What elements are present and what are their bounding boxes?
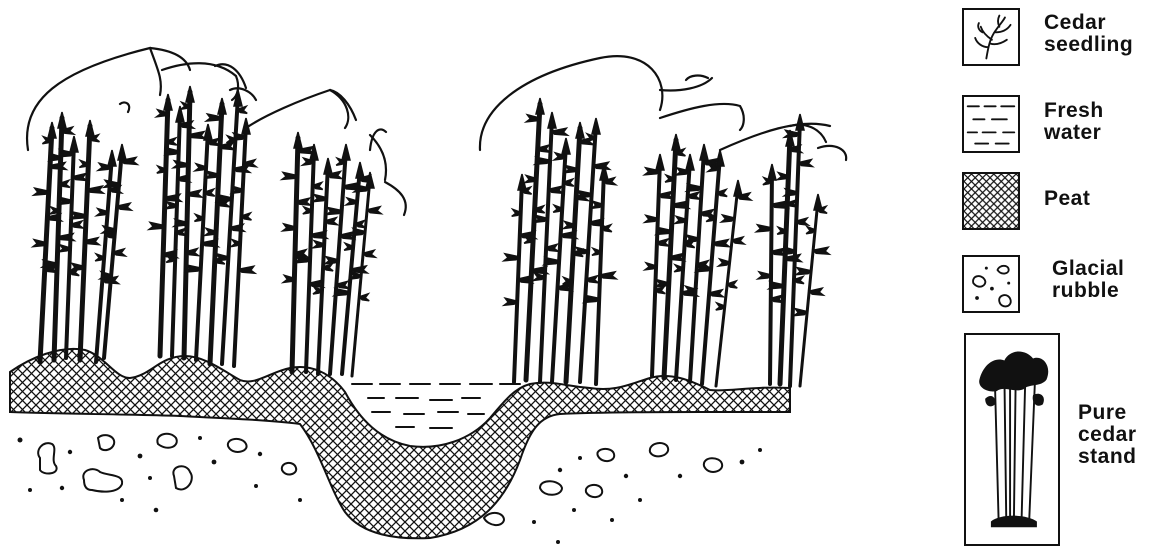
tree-foliage bbox=[551, 128, 567, 135]
tree-top bbox=[562, 138, 570, 154]
tree-top bbox=[108, 150, 116, 166]
peat-layer bbox=[10, 349, 790, 538]
tree-top bbox=[814, 194, 822, 210]
tree-foliage bbox=[645, 215, 658, 222]
tree-top bbox=[548, 112, 556, 128]
tree-foliage bbox=[593, 162, 609, 169]
rubble-icon bbox=[964, 257, 1018, 311]
tree-foliage bbox=[600, 272, 616, 279]
cedar-trees bbox=[33, 86, 829, 386]
legend-label-fresh-water: Freshwater bbox=[1044, 100, 1104, 144]
tree-foliage bbox=[239, 266, 255, 273]
tree-top bbox=[324, 158, 332, 174]
tree-foliage bbox=[813, 247, 829, 254]
tree-foliage bbox=[686, 235, 699, 242]
tree-foliage bbox=[577, 191, 592, 198]
cedar-seedling-swatch bbox=[962, 8, 1020, 66]
tree-top bbox=[186, 86, 194, 102]
tree-top bbox=[734, 180, 742, 196]
legend-label-glacial-rubble: Glacialrubble bbox=[1052, 258, 1124, 302]
pure-cedar-stand-swatch bbox=[964, 333, 1060, 546]
tree-top bbox=[672, 134, 680, 150]
tree-top bbox=[48, 122, 56, 138]
tree-top bbox=[356, 162, 364, 178]
tree-top bbox=[576, 122, 584, 138]
tree-top bbox=[656, 154, 664, 170]
legend-label-cedar-seedling: Cedarseedling bbox=[1044, 12, 1133, 56]
tree-top bbox=[58, 112, 66, 128]
glacial-rubble-swatch bbox=[962, 255, 1020, 313]
tree-top bbox=[768, 164, 776, 180]
tree-foliage bbox=[796, 268, 811, 275]
tree-top bbox=[204, 124, 212, 140]
tree-top bbox=[592, 118, 600, 134]
tree-foliage bbox=[504, 298, 517, 305]
tree-top bbox=[118, 144, 126, 160]
tree-foliage bbox=[809, 288, 823, 295]
tree-top bbox=[716, 150, 724, 166]
tree-foliage bbox=[794, 309, 807, 316]
tree-foliage bbox=[104, 180, 119, 187]
water-icon bbox=[964, 97, 1018, 151]
tree-foliage bbox=[367, 207, 381, 214]
tree-top bbox=[294, 132, 302, 148]
tree-foliage bbox=[721, 215, 734, 222]
tree-top bbox=[218, 98, 226, 114]
tree-top bbox=[342, 144, 350, 160]
peat-swatch bbox=[962, 172, 1020, 230]
tree-foliage bbox=[325, 257, 338, 264]
tree-foliage bbox=[504, 254, 519, 261]
tree-top bbox=[796, 114, 804, 130]
tree-foliage bbox=[351, 266, 367, 273]
tree-foliage bbox=[785, 130, 800, 137]
tree-foliage bbox=[713, 240, 729, 247]
tree-foliage bbox=[549, 186, 563, 193]
tree-top bbox=[70, 136, 78, 152]
tree-top bbox=[164, 94, 172, 110]
cedar-stand-icon bbox=[966, 335, 1058, 544]
tree-trunk bbox=[770, 170, 772, 384]
seedling-icon bbox=[964, 10, 1018, 64]
tree-foliage bbox=[327, 207, 342, 214]
tree-top bbox=[86, 120, 94, 136]
tree-foliage bbox=[798, 160, 812, 167]
bog-cross-section-diagram bbox=[0, 0, 920, 551]
legend-label-peat: Peat bbox=[1044, 188, 1090, 210]
tree-foliage bbox=[732, 237, 744, 244]
tree-foliage bbox=[73, 174, 87, 181]
tree-foliage bbox=[313, 195, 326, 202]
fresh-water-swatch bbox=[962, 95, 1020, 153]
tree-foliage bbox=[102, 226, 115, 233]
tree-top bbox=[686, 154, 694, 170]
peat-hatch-icon bbox=[964, 174, 1018, 228]
tree-top bbox=[700, 144, 708, 160]
tree-foliage bbox=[756, 225, 771, 232]
tree-top bbox=[536, 98, 544, 114]
tree-foliage bbox=[363, 250, 375, 257]
